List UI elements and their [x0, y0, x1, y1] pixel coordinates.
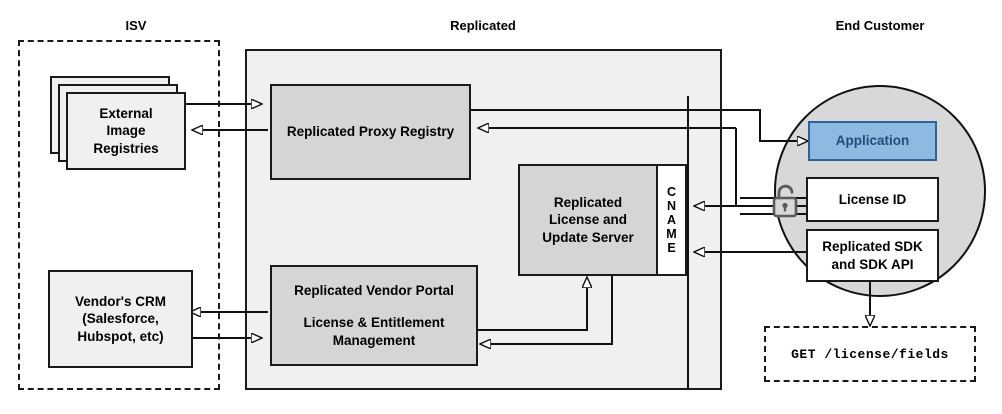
vendor-portal-line-3: Management: [332, 332, 416, 348]
registries-line-3: Registries: [93, 140, 159, 156]
vendor-portal-line-1: Replicated Vendor Portal: [294, 283, 454, 299]
license-server-line-2: License and: [548, 212, 628, 228]
crm-line-3: Hubspot, etc): [77, 328, 164, 344]
replicated-proxy-registry[interactable]: Replicated Proxy Registry: [270, 84, 471, 180]
registries-line-1: External: [99, 106, 153, 122]
application-label: Application: [835, 133, 910, 149]
sdk-line-2: and SDK API: [831, 256, 914, 272]
cname-box[interactable]: C N A M E: [656, 164, 687, 276]
crm-line-1: Vendor's CRM: [75, 294, 166, 310]
vendor-crm[interactable]: Vendor's CRM (Salesforce, Hubspot, etc): [48, 270, 193, 368]
registries-line-2: Image: [106, 123, 146, 139]
column-header-isv: ISV: [125, 18, 147, 33]
customer-license-id[interactable]: License ID: [806, 177, 939, 222]
license-id-label: License ID: [838, 191, 907, 207]
cname-letter-a: A: [666, 213, 677, 227]
api-call-box[interactable]: GET /license/fields: [764, 326, 976, 382]
license-server-line-3: Update Server: [542, 229, 634, 245]
proxy-registry-label: Replicated Proxy Registry: [286, 124, 455, 140]
cname-letter-n: N: [666, 199, 677, 213]
column-header-replicated: Replicated: [450, 18, 516, 33]
crm-line-2: (Salesforce,: [82, 311, 159, 327]
customer-replicated-sdk[interactable]: Replicated SDK and SDK API: [806, 229, 939, 282]
cname-letter-c: C: [666, 185, 677, 199]
sdk-line-1: Replicated SDK: [822, 239, 923, 255]
unlocked-padlock-icon: [772, 184, 798, 218]
isv-boundary: [18, 40, 220, 390]
cname-letter-e: E: [667, 241, 676, 255]
column-header-end-customer: End Customer: [835, 18, 925, 33]
license-server-line-1: Replicated: [553, 195, 623, 211]
api-call-boundary: [764, 326, 976, 382]
cname-letter-m: M: [666, 227, 677, 241]
external-image-registries[interactable]: External Image Registries: [66, 92, 186, 170]
replicated-license-update-server[interactable]: Replicated License and Update Server: [518, 164, 658, 276]
vendor-portal-line-2: License & Entitlement: [303, 315, 445, 331]
replicated-vendor-portal[interactable]: Replicated Vendor Portal License & Entit…: [270, 265, 478, 366]
customer-application[interactable]: Application: [808, 121, 937, 161]
api-call-label: GET /license/fields: [791, 346, 949, 362]
